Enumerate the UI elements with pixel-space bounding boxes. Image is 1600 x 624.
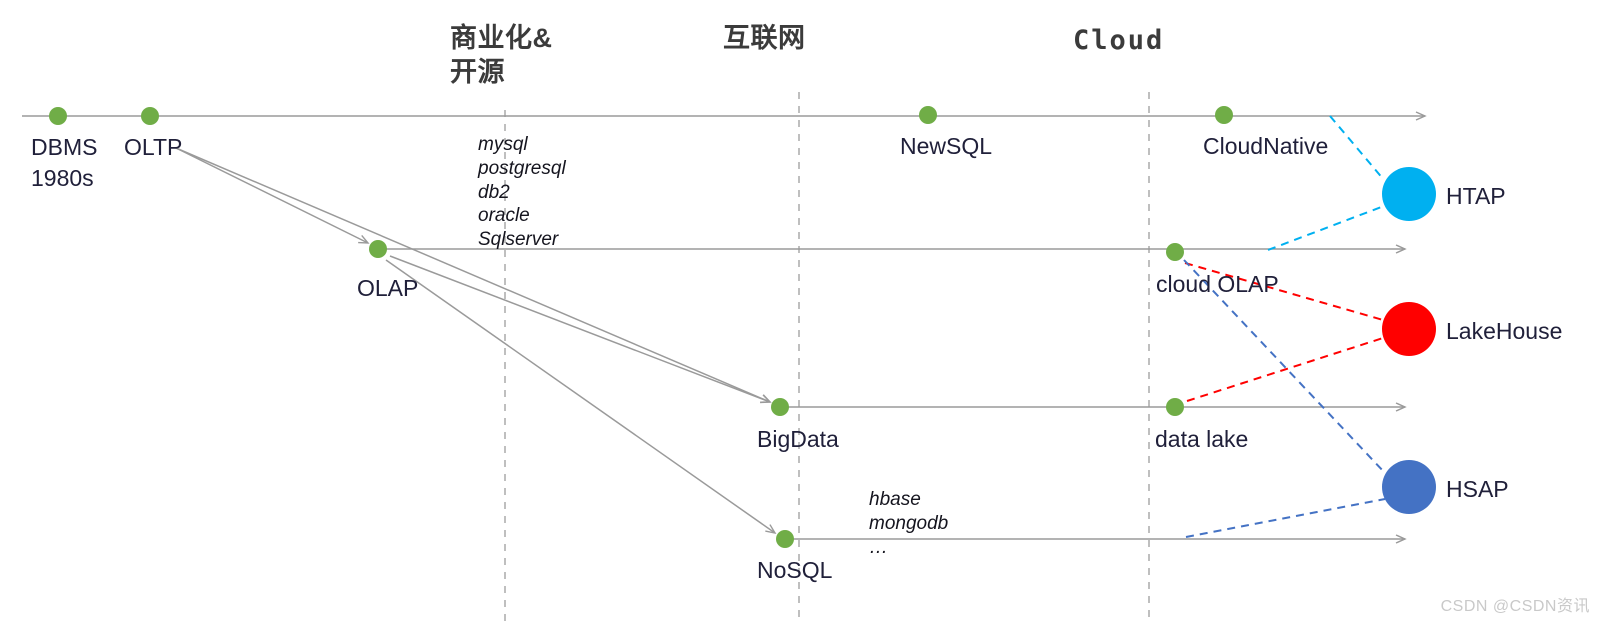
tech-list-rdbms-tech: mysql postgresql db2 oracle Sqlserver	[478, 134, 566, 250]
milestone-dot-newsql[interactable]	[919, 106, 937, 124]
convergence-circle-htap[interactable]	[1382, 167, 1436, 221]
milestone-label-cloud-olap: cloud OLAP	[1156, 271, 1279, 297]
milestone-dot-nosql[interactable]	[776, 530, 794, 548]
convergence-label-hsap: HSAP	[1446, 476, 1509, 502]
milestone-dot-cloudnative[interactable]	[1215, 106, 1233, 124]
milestone-label-cloudnative: CloudNative	[1203, 133, 1329, 159]
milestone-dot-oltp[interactable]	[141, 107, 159, 125]
timelines-group	[22, 111, 1427, 544]
convergence-circle-hsap[interactable]	[1382, 460, 1436, 514]
milestone-label-bigdata: BigData	[757, 426, 839, 452]
milestone-dot-bigdata[interactable]	[771, 398, 789, 416]
milestone-label-oltp: OLTP	[124, 134, 183, 160]
convergence-links-group	[1183, 115, 1386, 538]
milestone-dot-dbms[interactable]	[49, 107, 67, 125]
convergence-circle-lakehouse[interactable]	[1382, 302, 1436, 356]
era-label-internet: 互联网	[723, 23, 806, 53]
milestone-dot-data-lake[interactable]	[1166, 398, 1184, 416]
era-label-commercial-open-source: 商业化& 开源	[450, 23, 553, 87]
milestone-label-newsql: NewSQL	[900, 133, 993, 159]
milestone-label-data-lake: data lake	[1155, 426, 1249, 452]
evolution-arrows-group	[175, 147, 777, 534]
tech-list-nosql-tech: hbase mongodb …	[869, 489, 949, 558]
evolution-arrow-oltp-to-bigdata	[175, 147, 772, 403]
milestone-label-dbms: DBMS 1980s	[31, 134, 98, 192]
evolution-arrow-olap-to-bigdata	[389, 255, 772, 404]
milestone-label-olap: OLAP	[357, 275, 419, 301]
converge-link-hsap-1	[1185, 498, 1386, 538]
evolution-arrow-oltp-to-olap	[175, 147, 370, 244]
evolution-arrow-olap-to-nosql	[385, 259, 777, 534]
converge-link-htap-1	[1267, 205, 1385, 251]
watermark: CSDN @CSDN资讯	[1440, 598, 1590, 615]
converge-link-htap-0	[1329, 115, 1385, 181]
convergence-label-htap: HTAP	[1446, 183, 1506, 209]
era-label-cloud: Cloud	[1073, 25, 1165, 56]
milestone-dots-group	[49, 106, 1233, 548]
milestone-dot-cloud-olap[interactable]	[1166, 243, 1184, 261]
convergence-circles-group	[1382, 167, 1436, 514]
era-dividers-group	[504, 92, 1150, 624]
milestone-dot-olap[interactable]	[369, 240, 387, 258]
convergence-label-lakehouse: LakeHouse	[1446, 318, 1563, 344]
converge-link-lakehouse-1	[1186, 337, 1384, 402]
milestone-label-nosql: NoSQL	[757, 557, 833, 583]
